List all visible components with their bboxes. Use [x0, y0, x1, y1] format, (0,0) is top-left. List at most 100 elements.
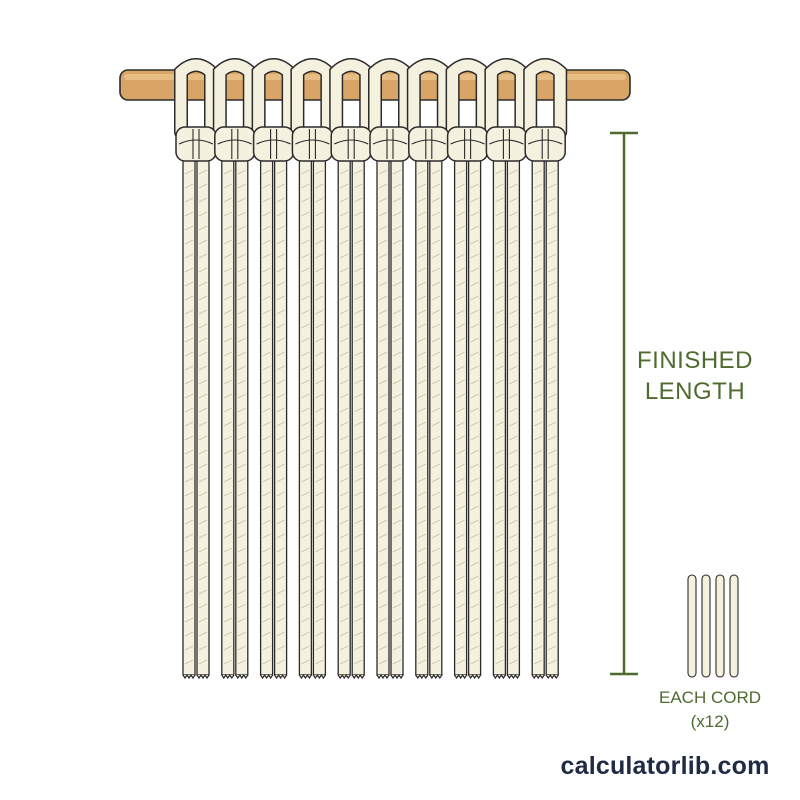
- legend-cord: [701, 574, 711, 678]
- cord-body: [506, 159, 521, 676]
- lark-head-loops: [174, 58, 568, 139]
- knot: [408, 126, 450, 162]
- cord-twist: [276, 169, 285, 665]
- cord-body: [531, 159, 545, 676]
- knot-body: [369, 126, 411, 162]
- cord-strand: [182, 159, 196, 680]
- finished-length-label: FINISHED LENGTH: [610, 345, 780, 407]
- knot: [369, 126, 411, 162]
- cord-body: [453, 159, 468, 676]
- cord-strand: [390, 159, 404, 680]
- loop-fill: [447, 59, 489, 138]
- cord-body: [429, 159, 443, 676]
- cord-body: [312, 159, 327, 676]
- cord-body: [196, 159, 210, 676]
- cord-strand: [351, 159, 365, 680]
- knot: [524, 126, 566, 162]
- cord-twist: [262, 169, 271, 665]
- knot-wrap: [527, 139, 563, 145]
- loop-fill: [485, 59, 527, 138]
- knot-wrap: [411, 139, 447, 145]
- knot-wrap: [333, 139, 369, 145]
- cord-strand: [235, 159, 249, 680]
- cord-strand: [531, 159, 545, 680]
- cord-strand: [453, 159, 468, 680]
- cord-strand: [429, 159, 443, 680]
- knot-body: [524, 126, 566, 162]
- knot-body: [330, 126, 372, 162]
- knot: [214, 126, 256, 162]
- cord-strand: [298, 159, 313, 680]
- knot-row: [175, 126, 566, 162]
- cord-body: [221, 159, 235, 676]
- knot: [446, 126, 489, 162]
- cord-fray: [390, 673, 404, 680]
- cord-body: [545, 159, 559, 676]
- lark-head-loop: [445, 58, 490, 139]
- cord-fray: [454, 673, 468, 680]
- knot-center: [502, 129, 510, 159]
- cord-strand: [506, 159, 521, 680]
- cord-strand: [492, 159, 507, 680]
- knot-center: [347, 129, 355, 159]
- cord-twist: [547, 169, 557, 665]
- cord-body: [259, 159, 274, 676]
- cord-twist: [353, 169, 363, 665]
- loop-fill: [524, 59, 566, 138]
- loop-fill: [408, 59, 450, 138]
- knot-wrap: [450, 139, 485, 145]
- each-cord-label: EACH CORD (x12): [640, 686, 780, 734]
- cord-twist: [509, 169, 518, 665]
- cord-body: [467, 159, 482, 676]
- finished-length-line2: LENGTH: [644, 378, 746, 405]
- cord-twist: [470, 169, 479, 665]
- knot: [252, 126, 295, 162]
- knot: [485, 126, 528, 162]
- lark-head-loop: [406, 58, 451, 139]
- knot-body: [446, 126, 489, 162]
- knot-center: [308, 129, 316, 159]
- knot-center: [192, 129, 200, 159]
- knot-body: [408, 126, 450, 162]
- knot: [330, 126, 372, 162]
- cord-strand: [467, 159, 482, 680]
- cord-fray: [415, 673, 429, 680]
- legend-cord: [729, 574, 739, 678]
- cord-twist: [339, 169, 349, 665]
- cord-strand: [273, 159, 288, 680]
- knot-wrap: [256, 139, 291, 145]
- cord-twist: [456, 169, 465, 665]
- knot: [175, 126, 217, 162]
- cord-strand: [415, 159, 429, 680]
- cord-body: [182, 159, 196, 676]
- knot: [291, 126, 334, 162]
- cord-twist: [495, 169, 504, 665]
- cord-fray: [429, 673, 443, 680]
- cord-strand: [259, 159, 274, 680]
- cord-body: [298, 159, 313, 676]
- cord-body: [235, 159, 249, 676]
- lark-head-loop: [484, 58, 529, 139]
- cord-fray: [182, 673, 196, 680]
- hanging-cords: [182, 159, 559, 680]
- knot-body: [252, 126, 295, 162]
- knot-center: [386, 129, 394, 159]
- lark-head-loop: [368, 58, 412, 139]
- cord-body: [492, 159, 507, 676]
- cord-fray: [545, 673, 559, 680]
- knot-center: [464, 129, 472, 159]
- cord-body: [390, 159, 404, 676]
- cord-fray: [531, 673, 545, 680]
- lark-head-loop: [523, 58, 568, 139]
- finished-length-line1: FINISHED: [636, 347, 753, 374]
- cord-fray: [492, 673, 506, 680]
- cord-strand: [221, 159, 235, 680]
- loop-fill: [330, 59, 372, 138]
- knot-center: [231, 129, 239, 159]
- cord-fray: [506, 673, 520, 680]
- lark-head-loop: [290, 58, 335, 139]
- cord-fray: [260, 673, 274, 680]
- knot-body: [214, 126, 256, 162]
- knot-wrap: [178, 139, 214, 145]
